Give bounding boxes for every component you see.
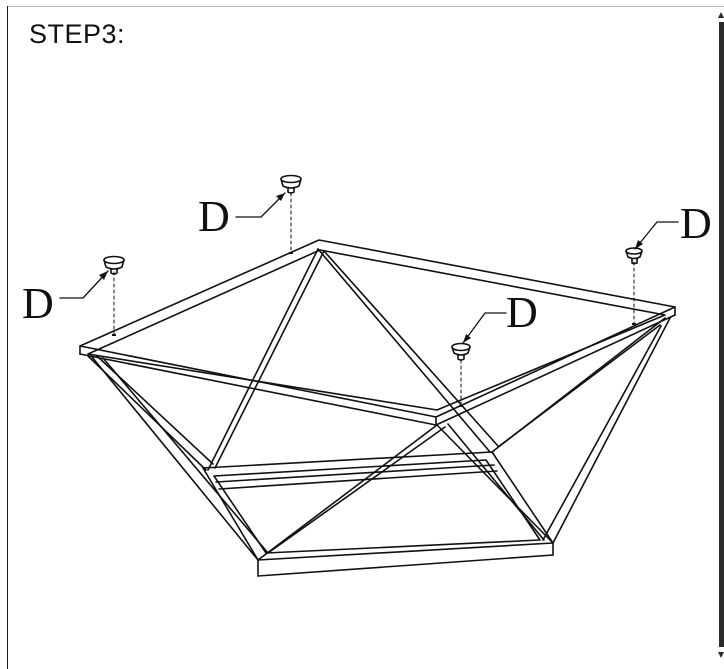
foot-pad-4 — [625, 247, 643, 265]
part-label-d: D — [198, 192, 230, 241]
hole-markers — [112, 252, 636, 407]
part-label-d: D — [680, 199, 712, 248]
top-frame — [79, 239, 676, 426]
part-label-d: D — [506, 288, 538, 337]
foot-pad-3 — [451, 342, 471, 361]
leader-arrowheads — [99, 193, 643, 343]
foot-pad-1 — [280, 174, 302, 194]
panel-border-left — [7, 6, 8, 669]
foot-pad-2 — [103, 255, 125, 275]
panel-border-top — [7, 6, 724, 7]
vertical-scrollbar[interactable] — [719, 22, 724, 647]
part-label-d: D — [22, 279, 54, 328]
leader-lines — [59, 192, 679, 344]
scroll-up-arrow-icon[interactable] — [718, 12, 724, 18]
step-title: STEP3: — [29, 19, 126, 49]
scroll-down-arrow-icon[interactable] — [718, 652, 724, 658]
guide-lines — [113, 192, 635, 409]
diagonal-legs — [87, 248, 671, 561]
